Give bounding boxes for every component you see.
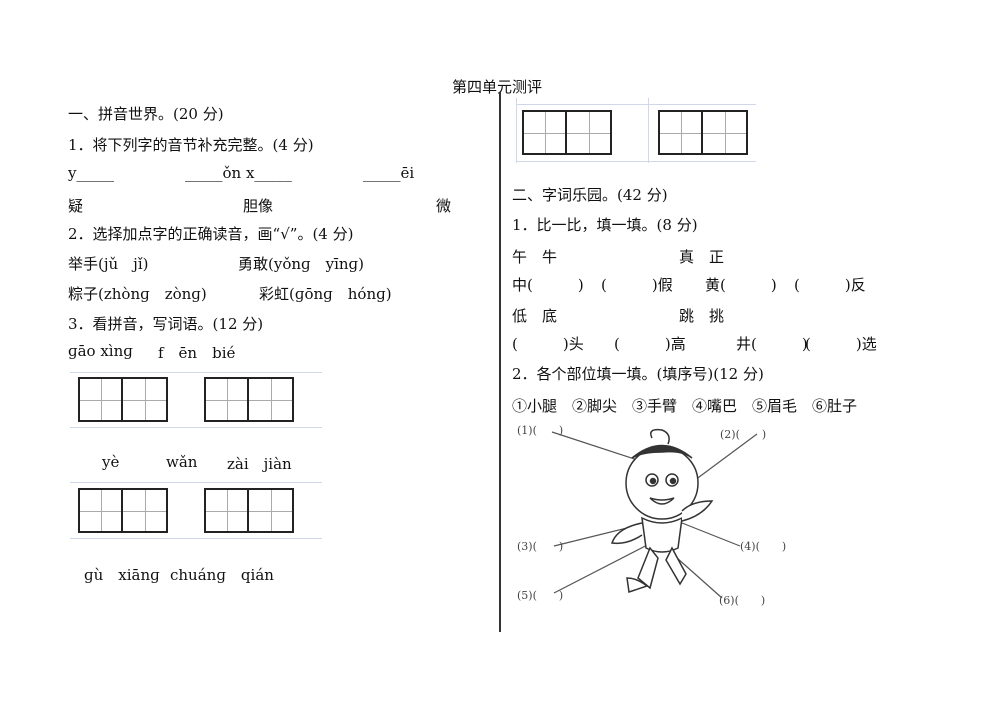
part-label-3[interactable]: (3)( ) (517, 540, 564, 553)
question-3: 3．看拼音，写词语。(12 分) (68, 315, 264, 333)
choice-4[interactable]: 彩虹(ɡōnɡ hónɡ) (259, 285, 392, 303)
pair-1b: 真 正 (679, 248, 725, 266)
blank-1[interactable]: y_____ (68, 164, 114, 182)
guide-line (516, 104, 756, 105)
page-title: 第四单元测评 (452, 78, 543, 96)
blank-2[interactable]: _____ǒn x_____ (185, 164, 292, 182)
fill-6[interactable]: ( )高 (614, 335, 686, 353)
writing-grid[interactable] (78, 488, 168, 533)
pinyin-6: ɡù xiānɡ (84, 566, 160, 584)
column-divider (499, 92, 501, 632)
guide-line (516, 98, 517, 163)
char-1: 疑 (68, 197, 84, 215)
writing-grid[interactable] (204, 377, 294, 422)
question-2: 2．选择加点字的正确读音，画“√”。(4 分) (68, 225, 354, 243)
guide-line (516, 161, 756, 162)
part-label-5[interactable]: (5)( ) (517, 589, 564, 602)
question-r2: 2．各个部位填一填。(填序号)(12 分) (512, 365, 764, 383)
fill-8[interactable]: ( )选 (805, 335, 877, 353)
char-2: 胆像 (243, 197, 274, 215)
pair-2a: 低 底 (512, 307, 558, 325)
guide-line (648, 98, 649, 163)
fill-1[interactable]: 中( ) (512, 276, 584, 294)
guide-line (70, 372, 322, 373)
pinyin-1: ɡāo xìnɡ (68, 342, 133, 360)
guide-line (70, 427, 322, 428)
fill-5[interactable]: ( )头 (512, 335, 584, 353)
writing-grid[interactable] (658, 110, 748, 155)
boy-illustration (551, 428, 758, 599)
choice-2[interactable]: 勇敢(yǒnɡ yīnɡ) (238, 255, 365, 273)
pair-1a: 午 牛 (512, 248, 558, 266)
question-1: 1．将下列字的音节补充完整。(4 分) (68, 136, 314, 154)
choice-3[interactable]: 粽子(zhònɡ zònɡ) (68, 285, 207, 303)
fill-2[interactable]: ( )假 (601, 276, 673, 294)
fill-7[interactable]: 井( ) (736, 335, 808, 353)
pinyin-3: yè (102, 453, 120, 471)
guide-line (70, 538, 322, 539)
fill-4[interactable]: ( )反 (794, 276, 866, 294)
blank-3[interactable]: _____ēi (363, 164, 415, 182)
part-label-4[interactable]: (4)( ) (740, 540, 787, 553)
char-3: 微 (436, 197, 452, 215)
part-label-2[interactable]: (2)( ) (720, 428, 767, 441)
section-2-heading: 二、字词乐园。(42 分) (512, 186, 668, 204)
pinyin-7: chuánɡ qián (170, 566, 274, 584)
writing-grid[interactable] (204, 488, 294, 533)
writing-grid[interactable] (78, 377, 168, 422)
fill-3[interactable]: 黄( ) (705, 276, 777, 294)
part-label-6[interactable]: (6)( ) (719, 594, 766, 607)
pinyin-5: zài jiàn (227, 455, 292, 473)
guide-line (70, 482, 322, 483)
pinyin-4: wǎn (166, 453, 198, 471)
writing-grid[interactable] (522, 110, 612, 155)
pair-2b: 跳 挑 (679, 307, 725, 325)
section-1-heading: 一、拼音世界。(20 分) (68, 105, 224, 123)
question-r1: 1．比一比，填一填。(8 分) (512, 216, 698, 234)
options-list: ①小腿 ②脚尖 ③手臂 ④嘴巴 ⑤眉毛 ⑥肚子 (512, 397, 858, 415)
part-label-1[interactable]: (1)( ) (517, 424, 564, 437)
pinyin-2: f ēn bié (158, 344, 236, 362)
choice-1[interactable]: 举手(jǔ jǐ) (68, 255, 149, 273)
